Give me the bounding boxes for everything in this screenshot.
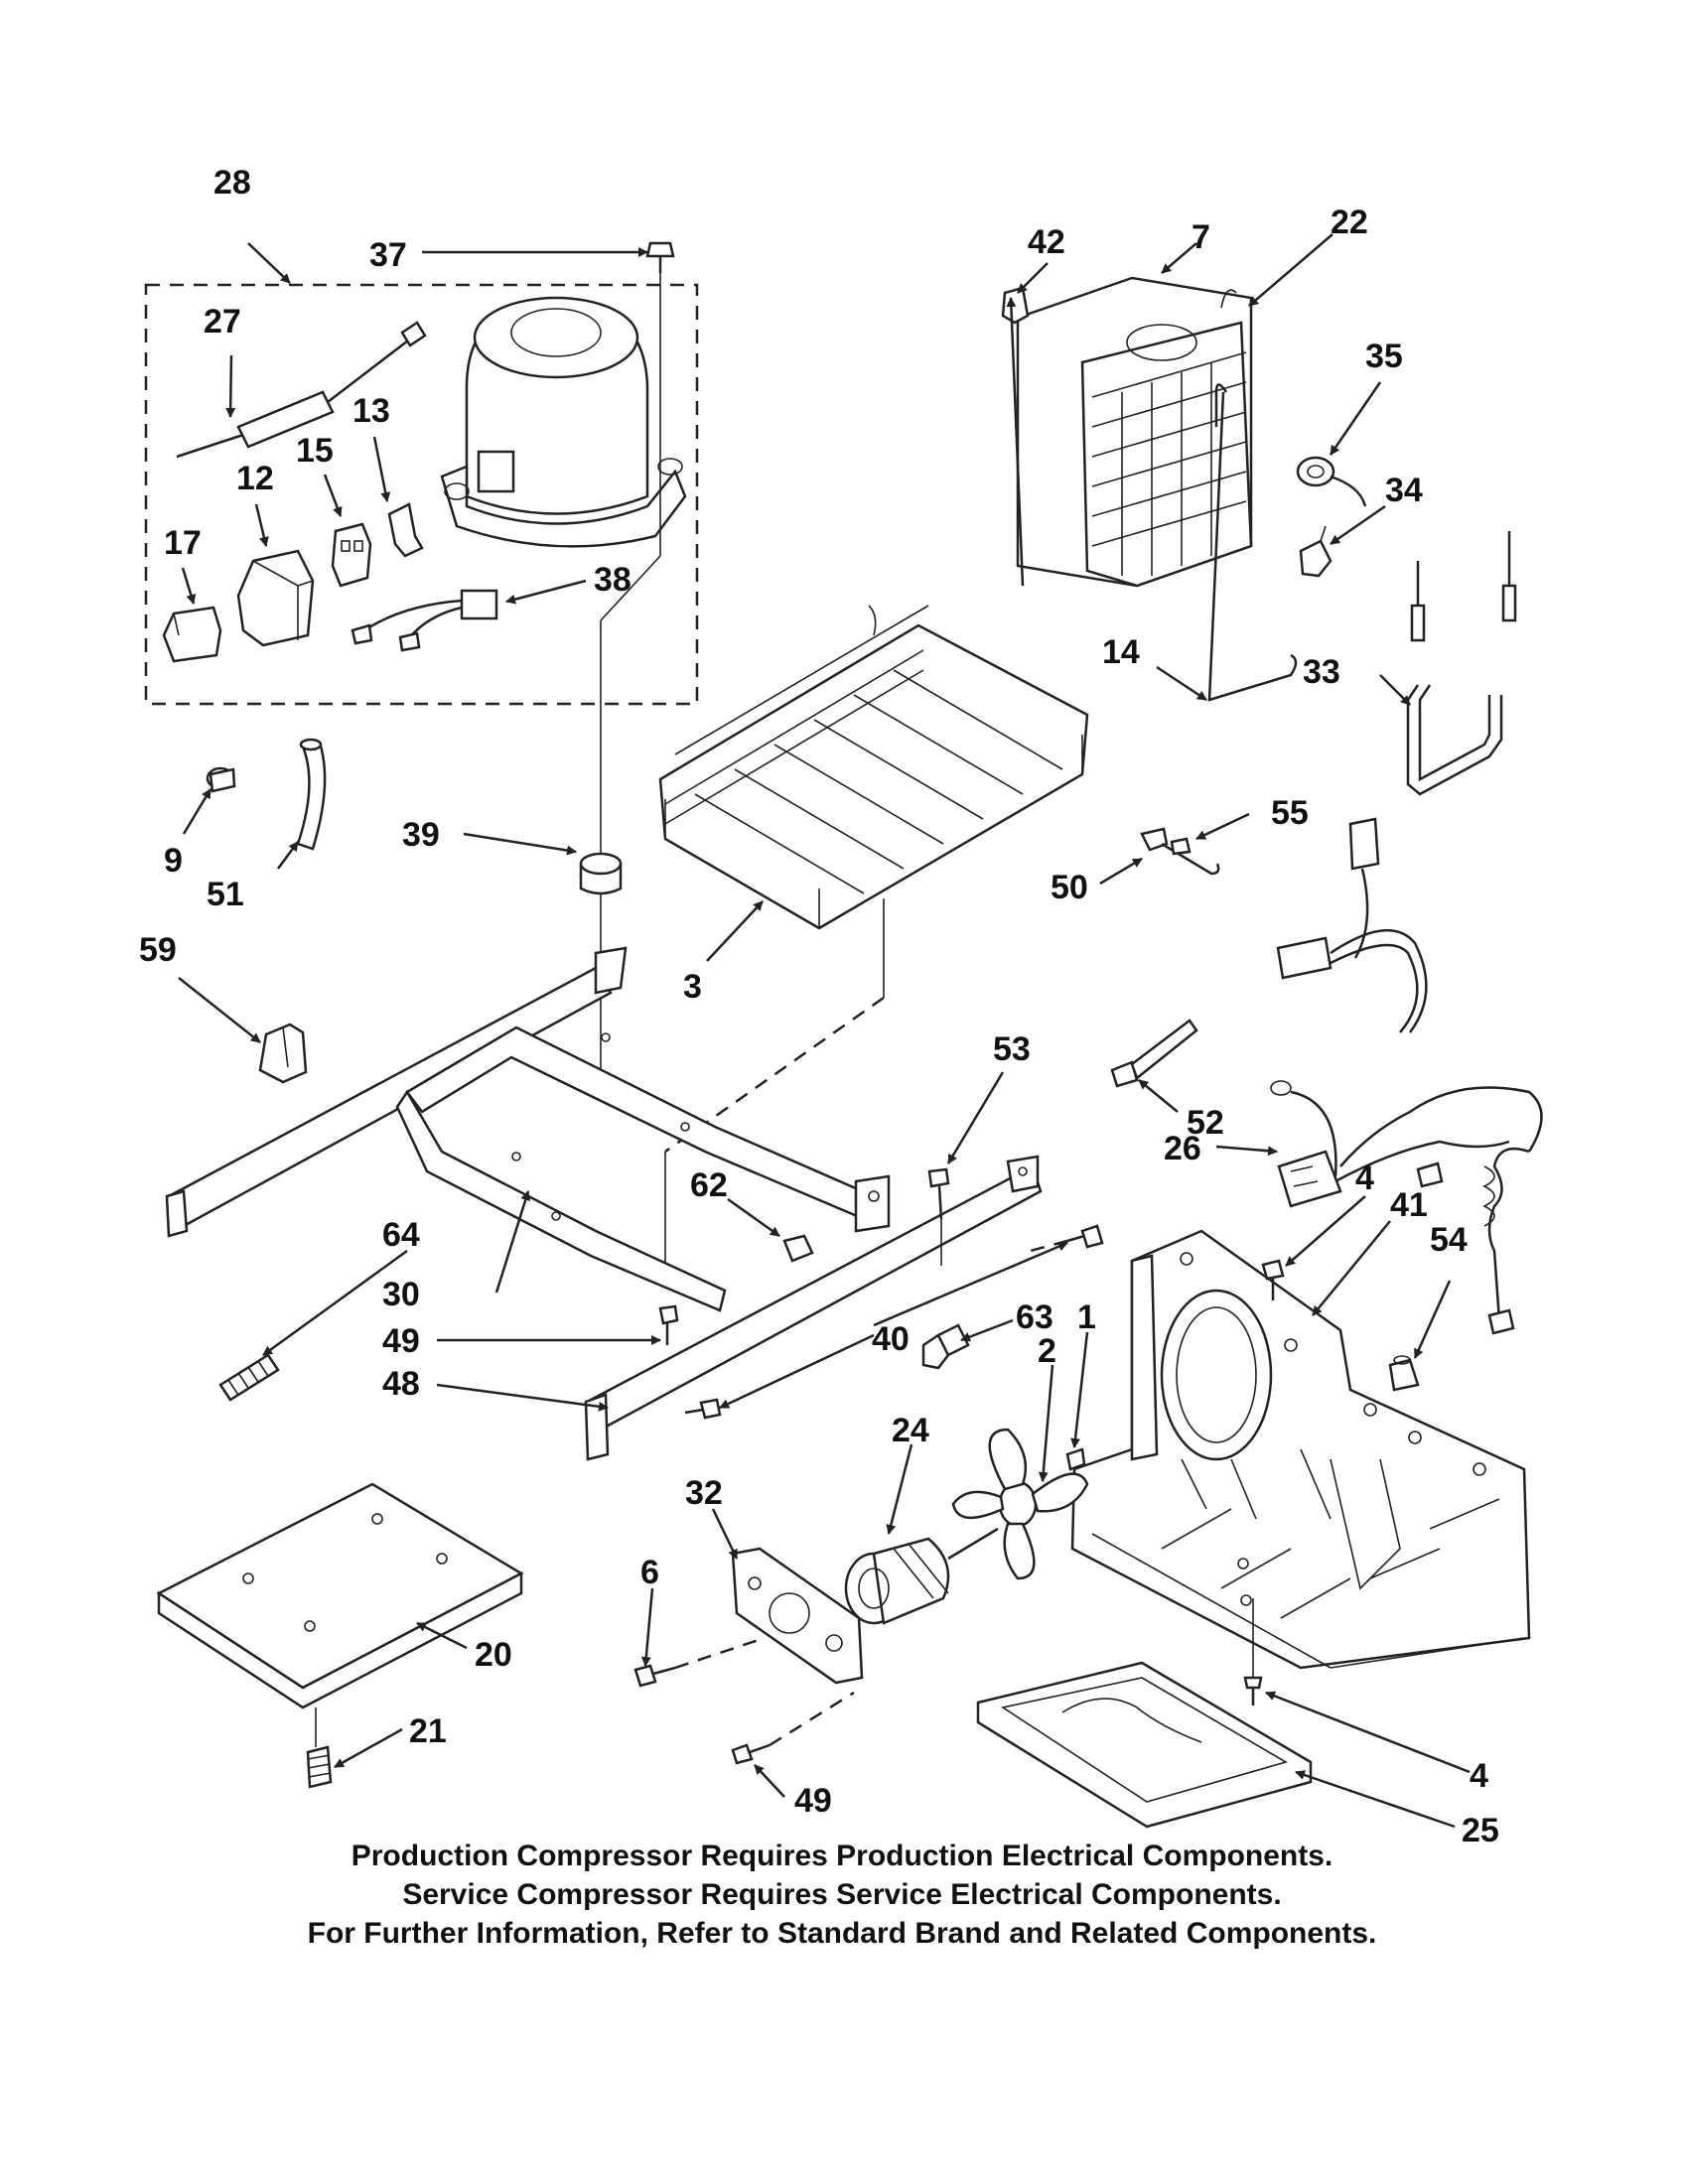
callout-59: 59 — [139, 931, 177, 969]
screws-40 — [684, 1224, 1104, 1420]
wire-clip-59 — [258, 1023, 308, 1084]
cable-tie — [1110, 1019, 1198, 1088]
callout-53: 53 — [993, 1030, 1031, 1068]
callout-12: 12 — [236, 460, 274, 497]
tube-cap — [206, 766, 236, 793]
callout-37: 37 — [369, 236, 407, 274]
callout-4-upper: 4 — [1355, 1160, 1374, 1197]
callout-28: 28 — [213, 164, 251, 202]
power-cord-harness — [351, 589, 498, 652]
drain-tube — [296, 738, 327, 851]
callout-40: 40 — [872, 1320, 910, 1358]
callout-32: 32 — [685, 1474, 723, 1512]
callout-50: 50 — [1051, 869, 1088, 906]
grommet — [579, 852, 623, 895]
callout-21: 21 — [409, 1712, 447, 1750]
callout-30: 30 — [382, 1276, 420, 1313]
drain-pan — [976, 1661, 1313, 1829]
callout-7: 7 — [1192, 218, 1210, 256]
note-production-compressor: Production Compressor Requires Productio… — [351, 1840, 1333, 1872]
callout-51: 51 — [207, 876, 244, 913]
callout-25: 25 — [1462, 1812, 1499, 1849]
fitting-63 — [921, 1323, 970, 1370]
access-cover-panel — [156, 1482, 524, 1747]
spring-21 — [306, 1745, 333, 1789]
capacitor-connector — [331, 522, 372, 588]
callout-33: 33 — [1303, 653, 1340, 691]
screw-37 — [645, 241, 675, 273]
callout-63: 63 — [1016, 1298, 1053, 1336]
fan-blade — [951, 1428, 1089, 1580]
callout-49-lower: 49 — [794, 1782, 832, 1820]
condenser-fan-motor — [844, 1527, 999, 1625]
callout-39: 39 — [402, 816, 440, 854]
thermostat-clip — [1299, 525, 1333, 578]
callout-35: 35 — [1365, 338, 1403, 375]
screw-49-upper — [658, 1304, 679, 1345]
screw-4-upper — [1261, 1259, 1285, 1300]
callout-13: 13 — [352, 392, 390, 430]
fan-clip — [1065, 1447, 1086, 1471]
callout-labels: 28 37 27 13 15 12 17 38 9 51 39 3 59 42 … — [139, 164, 1499, 1849]
diagram-notes: Production Compressor Requires Productio… — [0, 1837, 1684, 1953]
callout-54: 54 — [1430, 1221, 1468, 1259]
base-rail — [584, 1155, 1043, 1461]
terminal-cover — [387, 502, 424, 558]
drier — [176, 321, 427, 459]
screw-4-lower — [1243, 1598, 1263, 1706]
heater-retainer — [1207, 383, 1298, 702]
spring-64 — [218, 1353, 280, 1402]
callout-22: 22 — [1331, 204, 1368, 241]
compressor-kit-box — [144, 283, 699, 706]
bracket-50 — [1140, 827, 1220, 876]
base-frame-rails — [165, 946, 891, 1312]
wire-nut — [1388, 1355, 1420, 1392]
leader-lines — [178, 233, 1471, 1829]
defrost-heater — [1406, 531, 1517, 796]
compressor — [440, 296, 687, 548]
note-service-compressor: Service Compressor Requires Service Elec… — [402, 1878, 1282, 1911]
callout-20: 20 — [475, 1636, 512, 1674]
wiring-harness — [1270, 817, 1543, 1335]
defrost-thermostat — [1296, 456, 1367, 507]
note-further-information: For Further Information, Refer to Standa… — [307, 1917, 1377, 1950]
screw-49-lower — [731, 1691, 855, 1765]
callout-15: 15 — [296, 432, 334, 470]
condenser-coil — [658, 605, 1089, 930]
motor-bracket — [731, 1547, 864, 1685]
fan-bracket-base — [1070, 1229, 1531, 1670]
callout-55: 55 — [1271, 794, 1309, 832]
callout-27: 27 — [204, 303, 241, 341]
overload-protector — [162, 606, 222, 663]
callout-1: 1 — [1077, 1298, 1096, 1336]
callout-38: 38 — [594, 561, 632, 599]
callout-64: 64 — [382, 1216, 420, 1254]
callout-2: 2 — [1038, 1332, 1056, 1370]
callout-34: 34 — [1385, 472, 1423, 509]
callout-41: 41 — [1390, 1186, 1428, 1224]
callout-48: 48 — [382, 1365, 420, 1403]
callout-49-upper: 49 — [382, 1322, 420, 1360]
relay — [236, 549, 315, 647]
callout-6: 6 — [640, 1554, 659, 1591]
callout-17: 17 — [164, 524, 202, 562]
screw-53 — [927, 1167, 950, 1266]
callout-42: 42 — [1028, 223, 1065, 261]
callout-14: 14 — [1102, 633, 1140, 671]
evaporator-coil — [1016, 276, 1253, 588]
callout-9: 9 — [164, 842, 183, 880]
screw-6 — [633, 1636, 766, 1688]
callout-3: 3 — [683, 968, 702, 1006]
callout-4-lower: 4 — [1470, 1757, 1488, 1795]
evaporator-clip — [1001, 286, 1030, 325]
clip-62 — [782, 1234, 814, 1263]
callout-24: 24 — [892, 1412, 929, 1449]
callout-62: 62 — [690, 1166, 728, 1204]
callout-52: 52 — [1187, 1104, 1224, 1142]
callout-26: 26 — [1164, 1130, 1201, 1167]
